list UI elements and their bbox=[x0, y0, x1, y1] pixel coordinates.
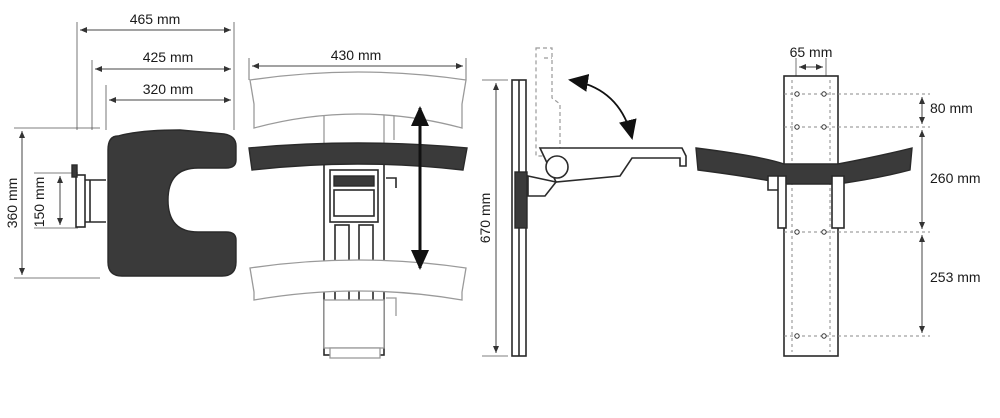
wall-bracket bbox=[75, 174, 86, 228]
dim-label-260: 260 mm bbox=[930, 170, 981, 186]
mounting-hole bbox=[794, 124, 800, 130]
seat-rear-view bbox=[695, 147, 913, 185]
curved-arrow-icon bbox=[568, 73, 637, 140]
seat-top-view bbox=[107, 129, 237, 277]
top-view: 465 mm 425 mm 320 mm 360 mm 150 mm bbox=[4, 11, 237, 279]
mounting-hole bbox=[794, 91, 800, 97]
front-view: 430 mm 670 mm bbox=[248, 47, 508, 359]
mounting-hole bbox=[794, 229, 800, 235]
dim-label-430: 430 mm bbox=[331, 47, 382, 63]
rear-view: 65 mm 80 mm 260 mm 253 mm bbox=[695, 44, 981, 357]
dim-label-80: 80 mm bbox=[930, 100, 973, 116]
dim-label-150: 150 mm bbox=[31, 177, 47, 228]
dim-label-253: 253 mm bbox=[930, 269, 981, 285]
dim-label-425: 425 mm bbox=[143, 49, 194, 65]
mounting-hole bbox=[794, 333, 800, 339]
dim-label-65: 65 mm bbox=[790, 44, 833, 60]
mounting-hole bbox=[821, 91, 827, 97]
dim-label-360: 360 mm bbox=[4, 178, 20, 229]
mounting-hole bbox=[821, 229, 827, 235]
mounting-hole bbox=[821, 124, 827, 130]
side-view bbox=[511, 47, 687, 357]
mounting-hole bbox=[821, 333, 827, 339]
seat-side-horizontal bbox=[538, 147, 687, 183]
dim-label-320: 320 mm bbox=[143, 81, 194, 97]
seat-ghost-lower bbox=[249, 259, 467, 301]
dim-label-670: 670 mm bbox=[477, 193, 493, 244]
dim-label-465: 465 mm bbox=[130, 11, 181, 27]
